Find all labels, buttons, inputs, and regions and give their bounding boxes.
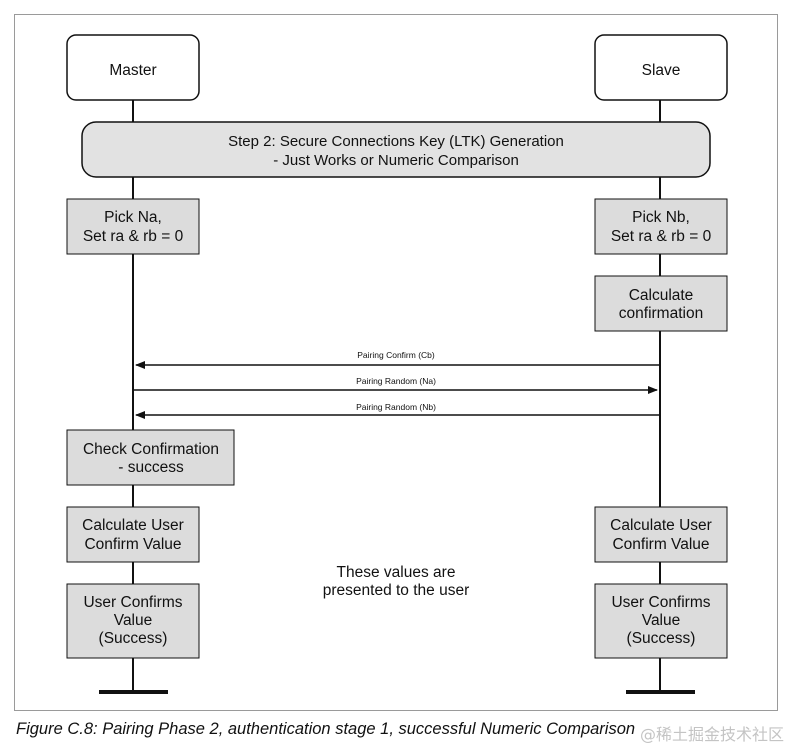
master-pick-box: Pick Na, Set ra & rb = 0 <box>66 198 200 255</box>
slave-calc-confirm-box: Calculate confirmation <box>594 275 728 332</box>
watermark: @稀土掘金技术社区 <box>640 725 785 744</box>
note-line2: presented to the user <box>323 582 470 599</box>
step-banner-line2: - Just Works or Numeric Comparison <box>273 152 519 169</box>
master-user-confirms-box: User Confirms Value (Success) <box>66 583 200 659</box>
step-banner-line1: Step 2: Secure Connections Key (LTK) Gen… <box>228 133 564 150</box>
master-pick-line1: Pick Na, <box>104 209 162 226</box>
slave-label: Slave <box>642 62 681 79</box>
message-pairing-random-na: Pairing Random (Na) <box>133 376 658 394</box>
label-pairing-random-nb: Pairing Random (Nb) <box>356 402 436 412</box>
slave-pick-line2: Set ra & rb = 0 <box>611 228 712 245</box>
slave-user-confirms-line1: User Confirms <box>611 594 710 611</box>
master-check-box: Check Confirmation - success <box>66 429 235 486</box>
slave-calc-user-line2: Confirm Value <box>612 536 709 553</box>
slave-user-confirms-line3: (Success) <box>627 630 696 647</box>
slave-calc-confirm-line2: confirmation <box>619 305 703 322</box>
slave-pick-line1: Pick Nb, <box>632 209 690 226</box>
master-check-line1: Check Confirmation <box>83 441 219 458</box>
master-calc-user-box: Calculate User Confirm Value <box>66 506 200 563</box>
label-pairing-random-na: Pairing Random (Na) <box>356 376 436 386</box>
message-pairing-confirm: Pairing Confirm (Cb) <box>135 350 660 369</box>
master-label: Master <box>109 62 156 79</box>
slave-calc-confirm-line1: Calculate <box>629 287 694 304</box>
message-pairing-random-nb: Pairing Random (Nb) <box>135 402 660 419</box>
figure-caption: Figure C.8: Pairing Phase 2, authenticat… <box>16 720 636 738</box>
slave-calc-user-line1: Calculate User <box>610 517 712 534</box>
master-user-confirms-line2: Value <box>114 612 153 629</box>
note-line1: These values are <box>337 564 456 581</box>
master-user-confirms-line3: (Success) <box>99 630 168 647</box>
master-calc-user-line1: Calculate User <box>82 517 184 534</box>
master-user-confirms-line1: User Confirms <box>83 594 182 611</box>
user-presentation-note: These values are presented to the user <box>323 564 470 599</box>
master-pick-line2: Set ra & rb = 0 <box>83 228 184 245</box>
label-pairing-confirm: Pairing Confirm (Cb) <box>357 350 435 360</box>
master-check-line2: - success <box>118 459 184 476</box>
master-calc-user-line2: Confirm Value <box>84 536 181 553</box>
slave-user-confirms-box: User Confirms Value (Success) <box>594 583 728 659</box>
slave-user-confirms-line2: Value <box>642 612 681 629</box>
slave-pick-box: Pick Nb, Set ra & rb = 0 <box>594 198 728 255</box>
slave-participant: Slave <box>594 34 728 101</box>
master-participant: Master <box>66 34 200 101</box>
slave-calc-user-box: Calculate User Confirm Value <box>594 506 728 563</box>
step-banner: Step 2: Secure Connections Key (LTK) Gen… <box>81 121 711 178</box>
